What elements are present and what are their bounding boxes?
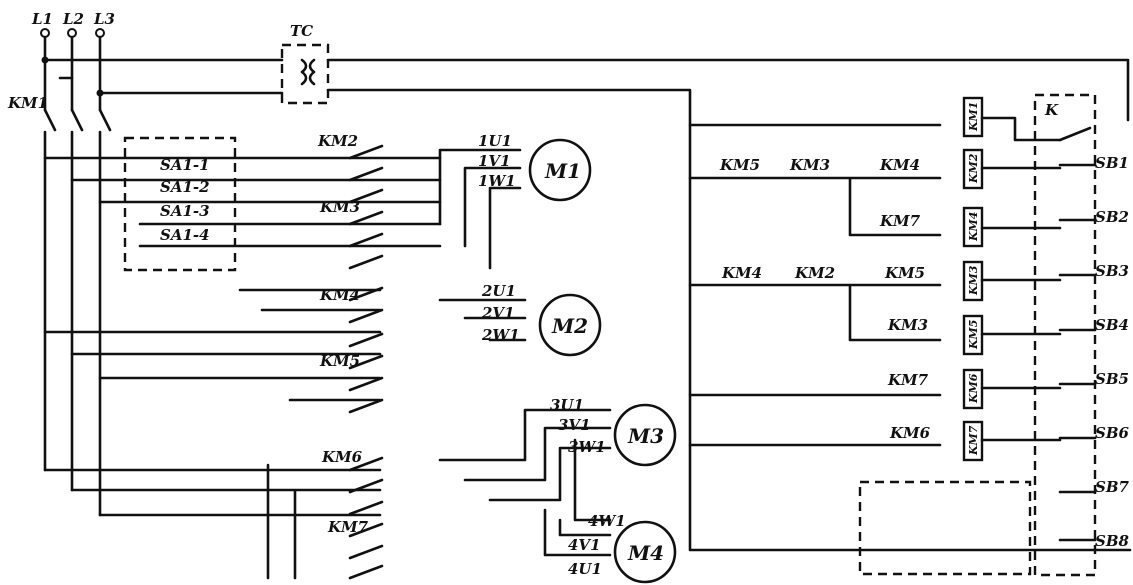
label-ctrl-r6: KM6 <box>889 424 931 442</box>
transformer-winding-1 <box>300 58 308 86</box>
label-3u1: 3U1 <box>550 396 584 414</box>
label-m3: M3 <box>627 424 664 448</box>
label-sb4: SB4 <box>1095 316 1129 334</box>
label-1v1: 1V1 <box>478 152 511 170</box>
label-2v1: 2V1 <box>481 304 515 322</box>
label-1w1: 1W1 <box>478 172 516 190</box>
m34-contacts: KM6 KM7 3U1 3V1 3W1 M3 4W1 4V1 4U1 M4 <box>43 396 677 584</box>
label-m1: M1 <box>544 159 581 183</box>
relay-k: K SB1 SB2 SB3 SB4 SB5 SB6 SB7 SB8 <box>858 93 1130 577</box>
label-km1: KM1 <box>7 94 48 112</box>
label-m4: M4 <box>627 541 664 565</box>
label-ctrl-r2: KM7 <box>879 212 921 230</box>
m3-feeders <box>438 408 612 502</box>
label-km7-m34: KM7 <box>327 518 369 536</box>
control-supply-lines <box>326 58 1132 552</box>
supply-lines-upper <box>43 35 102 112</box>
label-l3: L3 <box>93 10 115 28</box>
selector-sa1: SA1-1 SA1-2 SA1-3 SA1-4 <box>43 136 442 272</box>
label-ctrl-r1a: KM5 <box>719 156 760 174</box>
relay-box <box>1033 93 1097 577</box>
label-ctrl-r1b: KM3 <box>789 156 830 174</box>
label-ctrl-r4: KM3 <box>887 316 928 334</box>
m2-feeders <box>438 298 527 342</box>
label-sa1-2: SA1-2 <box>160 178 210 196</box>
transformer-winding-2 <box>308 58 316 86</box>
m1-switch-blades <box>348 144 384 270</box>
m2-contacts: KM4 KM5 2U1 2V1 2W1 M2 <box>43 282 602 414</box>
label-km5-m2: KM5 <box>319 352 360 370</box>
tap-lines <box>43 58 284 95</box>
label-sb5: SB5 <box>1095 370 1129 388</box>
label-k: K <box>1044 101 1059 119</box>
relay-contacts <box>1058 126 1097 542</box>
coil-label-4: KM3 <box>967 265 980 296</box>
label-sb8: SB8 <box>1095 532 1130 550</box>
coil-column: KM1 KM2 KM4 KM3 KM5 KM6 KM7 <box>962 96 1062 462</box>
label-sb2: SB2 <box>1095 208 1129 226</box>
label-4u1: 4U1 <box>568 560 602 578</box>
label-tc: TC <box>290 22 313 40</box>
label-ctrl-r3c: KM5 <box>884 264 925 282</box>
label-4v1: 4V1 <box>568 536 601 554</box>
label-m2: M2 <box>551 314 588 338</box>
coil-label-3: KM4 <box>967 212 980 242</box>
label-3w1: 3W1 <box>568 438 606 456</box>
coil-label-2: KM2 <box>967 153 980 184</box>
coil-return <box>980 116 1062 442</box>
motor-m3 <box>613 403 677 467</box>
label-sb6: SB6 <box>1095 424 1130 442</box>
control-rungs <box>688 123 942 447</box>
label-2u1: 2U1 <box>481 282 516 300</box>
label-sb3: SB3 <box>1095 262 1129 280</box>
m4-feeders <box>543 438 612 557</box>
transformer-box <box>280 43 330 105</box>
label-l2: L2 <box>62 10 84 28</box>
motor-m4 <box>613 520 677 584</box>
m1-feeders <box>438 148 522 270</box>
bus-after-km1 <box>43 130 102 517</box>
label-ctrl-r5: KM7 <box>887 371 929 389</box>
lower-dashed-box <box>858 480 1032 576</box>
label-sb7: SB7 <box>1095 478 1130 496</box>
label-l1: L1 <box>31 10 53 28</box>
m1-contacts: KM2 KM3 1U1 1V1 1W1 M1 <box>317 132 592 270</box>
km1-poles <box>43 108 112 132</box>
transformer-tc: TC <box>280 22 1132 552</box>
motor-m1 <box>528 138 592 202</box>
label-sa1-3: SA1-3 <box>160 202 210 220</box>
label-sb1: SB1 <box>1095 154 1129 172</box>
m34-rails <box>43 463 382 580</box>
label-2w1: 2W1 <box>481 326 520 344</box>
label-1u1: 1U1 <box>478 132 512 150</box>
label-sa1-1: SA1-1 <box>160 156 210 174</box>
label-ctrl-r3b: KM2 <box>794 264 835 282</box>
motor-m2 <box>538 293 602 357</box>
label-km6-m34: KM6 <box>321 448 363 466</box>
coil-label-1: KM1 <box>967 102 980 132</box>
label-ctrl-r3a: KM4 <box>721 264 762 282</box>
coil-label-5: KM5 <box>967 320 980 350</box>
control-circuit: KM5 KM3 KM4 KM7 KM4 KM2 KM5 KM3 KM7 KM6 <box>688 123 942 447</box>
m2-rails <box>43 288 382 402</box>
supply-terminals: L1 L2 L3 <box>31 10 284 112</box>
m2-switch-blades <box>348 286 384 414</box>
label-sa1-4: SA1-4 <box>160 226 210 244</box>
label-4w1: 4W1 <box>588 512 626 530</box>
label-ctrl-r1c: KM4 <box>879 156 920 174</box>
label-3v1: 3V1 <box>558 416 591 434</box>
selector-rails <box>43 156 442 248</box>
m34-switch-blades <box>348 456 384 580</box>
label-km2-m1: KM2 <box>317 132 358 150</box>
main-contactor-km1: KM1 <box>7 94 112 517</box>
coil-label-7: KM7 <box>967 425 980 456</box>
coil-label-6: KM6 <box>967 373 980 404</box>
